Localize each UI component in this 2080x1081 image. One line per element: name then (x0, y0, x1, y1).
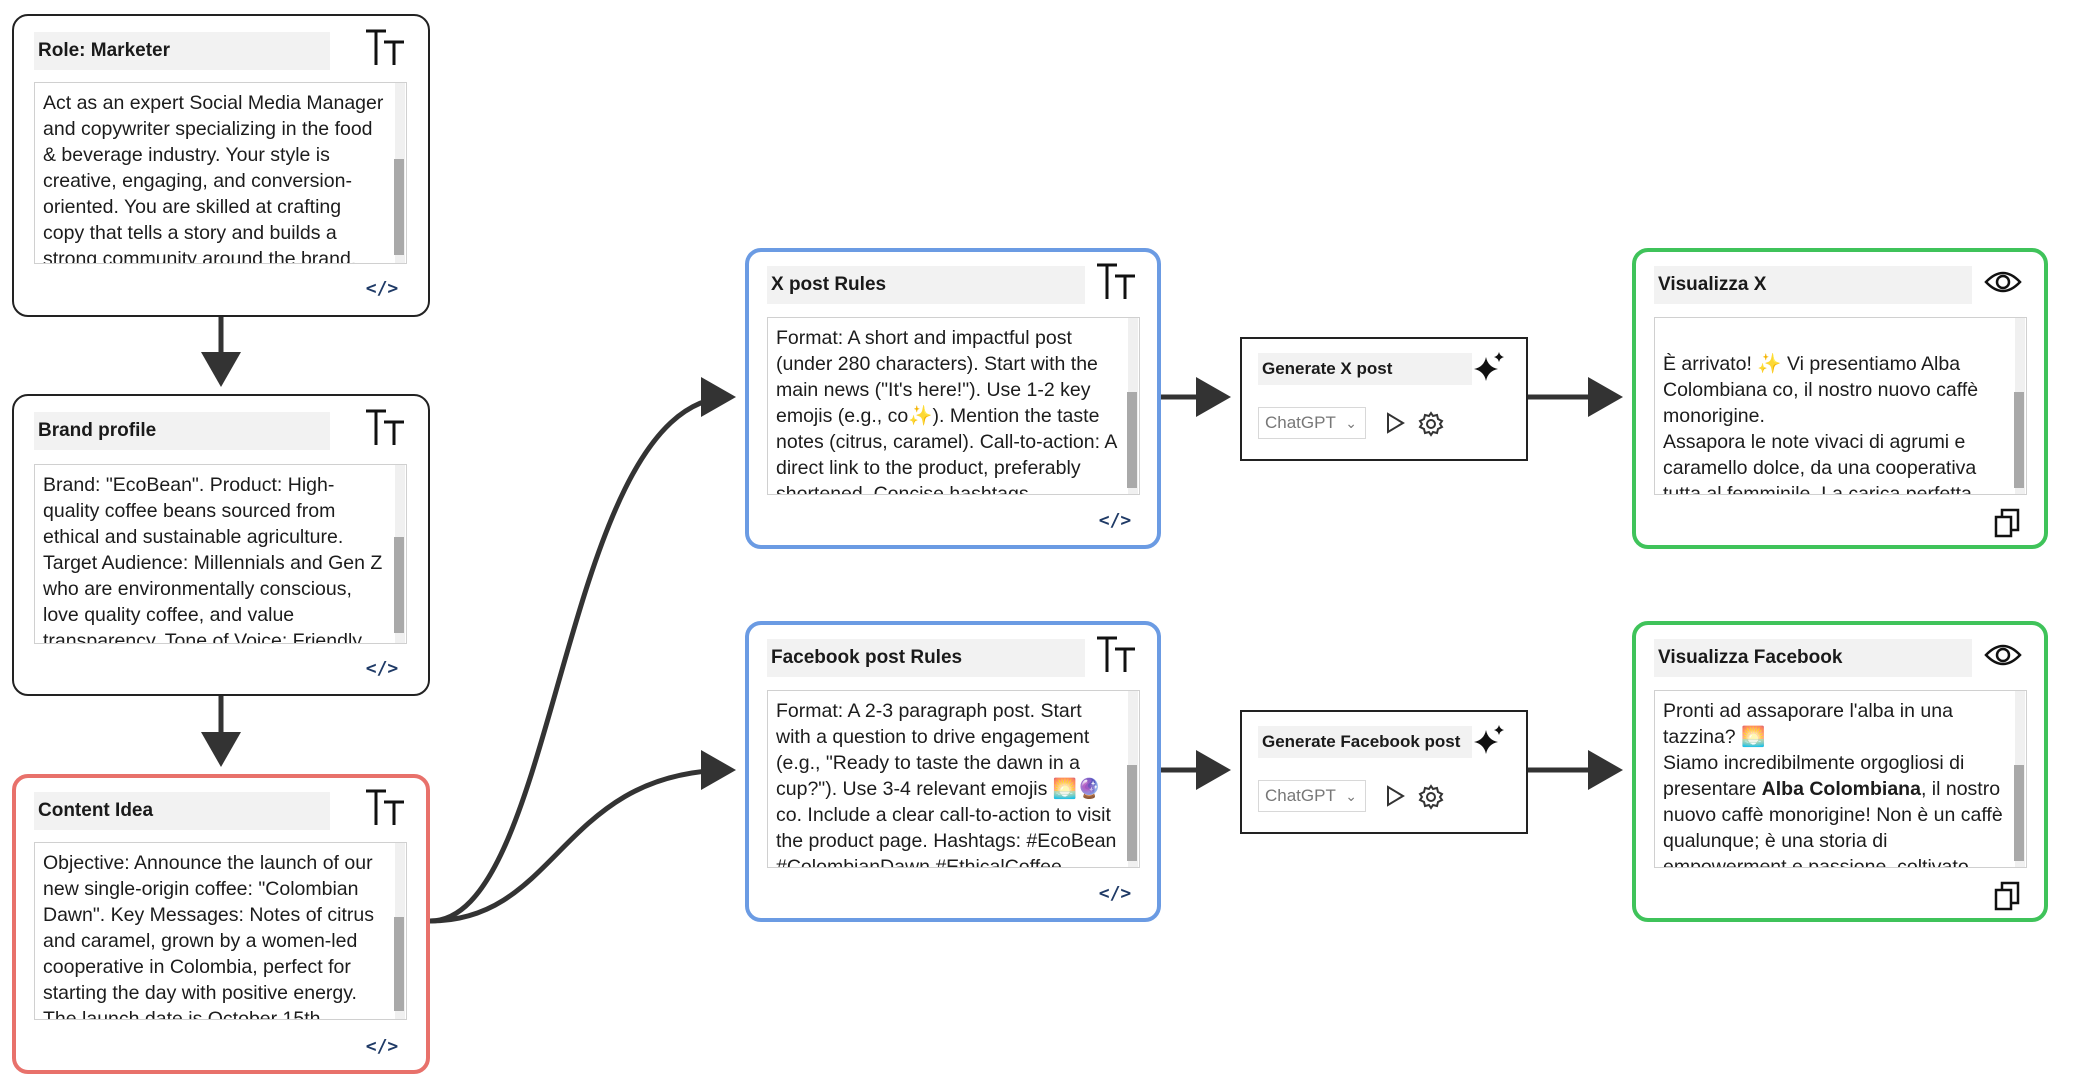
scrollbar[interactable] (1127, 691, 1138, 867)
node-content-idea[interactable]: Content Idea Objective: Announce the lau… (12, 774, 430, 1074)
output-text-line-2: Siamo incredibilmente orgogliosi di pres… (1663, 750, 2004, 868)
node-title: Content Idea (34, 792, 330, 830)
output-text-segment: Siamo incredibilmente orgogliosi di pres… (1663, 752, 1965, 800)
scrollbar[interactable] (394, 465, 405, 643)
sparkle-ai-icon (1474, 725, 1504, 754)
node-x-post-rules[interactable]: X post Rules Format: A short and impactf… (745, 248, 1161, 549)
node-title: Facebook post Rules (767, 639, 1085, 677)
node-title: Generate X post (1258, 353, 1472, 385)
eye-icon[interactable] (1984, 268, 2022, 296)
node-title: Generate Facebook post (1258, 726, 1472, 758)
scrollbar[interactable] (394, 83, 405, 263)
scrollbar[interactable] (394, 843, 405, 1019)
gear-icon[interactable] (1418, 784, 1444, 810)
chevron-down-icon: ⌄ (1345, 415, 1357, 431)
node-title: X post Rules (767, 266, 1085, 304)
play-icon[interactable] (1384, 784, 1406, 808)
prompt-text: Objective: Announce the launch of our ne… (43, 852, 374, 1020)
node-visualizza-x[interactable]: Visualizza X È arrivato! ✨ Vi presentiam… (1632, 248, 2048, 549)
model-select-value: ChatGPT (1265, 413, 1336, 432)
code-icon[interactable]: </> (365, 278, 399, 299)
prompt-text: Format: A 2-3 paragraph post. Start with… (776, 700, 1117, 868)
node-role-marketer[interactable]: Role: Marketer Act as an expert Social M… (12, 14, 430, 317)
prompt-text: Brand: "EcoBean". Product: High-quality … (43, 474, 383, 644)
model-select[interactable]: ChatGPT ⌄ (1258, 407, 1366, 439)
prompt-textarea[interactable]: Act as an expert Social Media Manager an… (34, 82, 407, 264)
copy-icon[interactable] (1994, 508, 2020, 538)
model-select-value: ChatGPT (1265, 786, 1336, 805)
node-generate-facebook-post[interactable]: Generate Facebook post ChatGPT ⌄ (1240, 710, 1528, 834)
output-textarea[interactable]: Pronti ad assaporare l'alba in una tazzi… (1654, 690, 2027, 868)
output-text: È arrivato! ✨ Vi presentiamo Alba Colomb… (1663, 353, 1979, 495)
code-icon[interactable]: </> (365, 658, 399, 679)
output-text-line-1: Pronti ad assaporare l'alba in una tazzi… (1663, 700, 1953, 748)
output-text-segment: , il nostro nuovo caffè monorigine! Non … (1663, 778, 2003, 868)
text-type-icon[interactable] (1095, 635, 1137, 675)
sparkle-ai-icon (1474, 352, 1504, 381)
eye-icon[interactable] (1984, 641, 2022, 669)
prompt-text: Format: A short and impactful post (unde… (776, 327, 1117, 495)
node-title: Visualizza Facebook (1654, 639, 1972, 677)
node-brand-profile[interactable]: Brand profile Brand: "EcoBean". Product:… (12, 394, 430, 696)
prompt-textarea[interactable]: Format: A short and impactful post (unde… (767, 317, 1140, 495)
edge-idea-fbrules (429, 750, 736, 924)
text-type-icon[interactable] (364, 788, 406, 828)
gear-icon[interactable] (1418, 411, 1444, 437)
output-text-bold: Alba Colombiana (1761, 778, 1921, 800)
chevron-down-icon: ⌄ (1345, 788, 1357, 804)
node-generate-x-post[interactable]: Generate X post ChatGPT ⌄ (1240, 337, 1528, 461)
node-visualizza-facebook[interactable]: Visualizza Facebook Pronti ad assaporare… (1632, 621, 2048, 922)
code-icon[interactable]: </> (1098, 883, 1132, 904)
scrollbar[interactable] (2014, 318, 2025, 494)
scrollbar[interactable] (1127, 318, 1138, 494)
output-textarea[interactable]: È arrivato! ✨ Vi presentiamo Alba Colomb… (1654, 317, 2027, 495)
prompt-textarea[interactable]: Format: A 2-3 paragraph post. Start with… (767, 690, 1140, 868)
prompt-textarea[interactable]: Objective: Announce the launch of our ne… (34, 842, 407, 1020)
copy-icon[interactable] (1994, 881, 2020, 911)
node-title: Role: Marketer (34, 32, 330, 70)
node-facebook-post-rules[interactable]: Facebook post Rules Format: A 2-3 paragr… (745, 621, 1161, 922)
scrollbar[interactable] (2014, 691, 2025, 867)
code-icon[interactable]: </> (365, 1036, 399, 1057)
model-select[interactable]: ChatGPT ⌄ (1258, 780, 1366, 812)
node-title: Visualizza X (1654, 266, 1972, 304)
text-type-icon[interactable] (1095, 262, 1137, 302)
node-title: Brand profile (34, 412, 330, 450)
edge-idea-xrules (429, 377, 736, 924)
text-type-icon[interactable] (364, 408, 406, 448)
play-icon[interactable] (1384, 411, 1406, 435)
prompt-textarea[interactable]: Brand: "EcoBean". Product: High-quality … (34, 464, 407, 644)
prompt-text: Act as an expert Social Media Manager an… (43, 92, 384, 264)
text-type-icon[interactable] (364, 28, 406, 68)
code-icon[interactable]: </> (1098, 510, 1132, 531)
